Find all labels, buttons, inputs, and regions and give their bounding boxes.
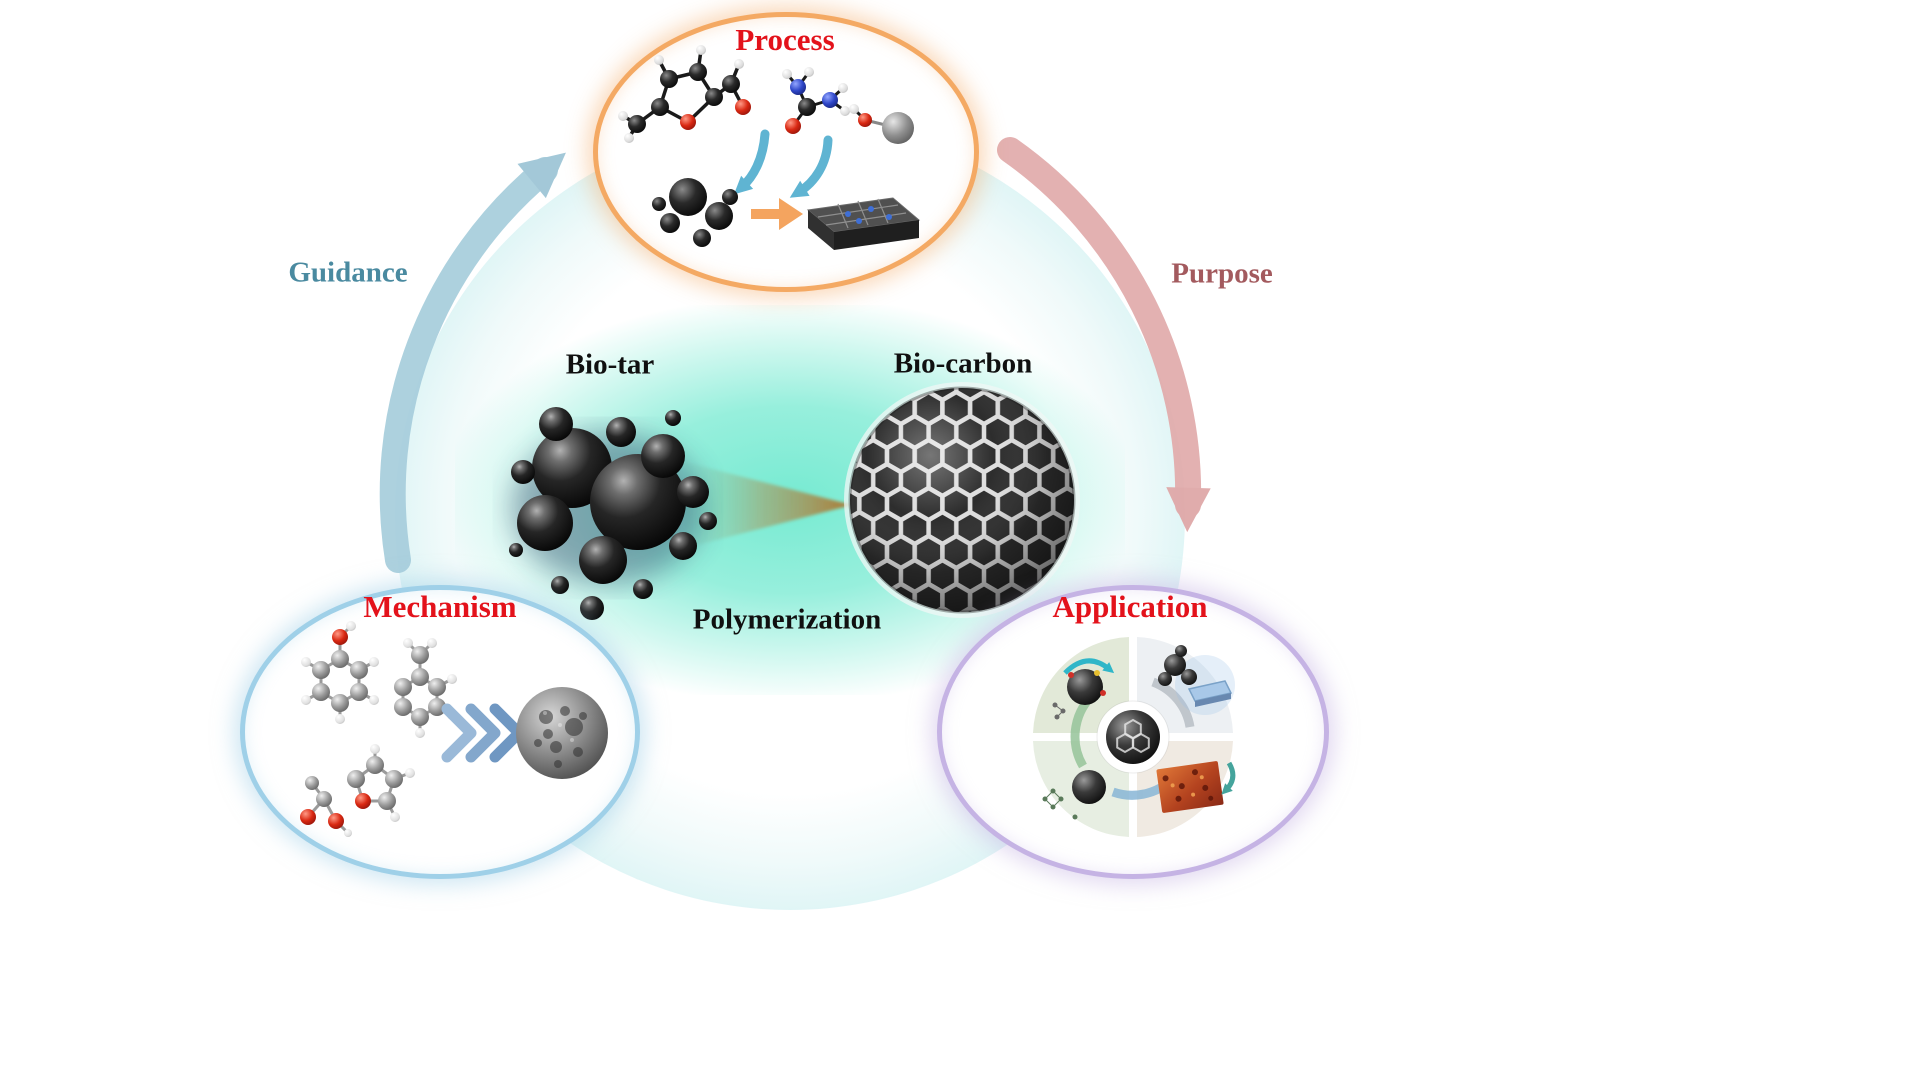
catalysis-sphere-icon (1052, 658, 1115, 720)
purpose-label: Purpose (1171, 257, 1273, 290)
application-center-sphere (1096, 700, 1170, 774)
phenol-molecule-icon (301, 621, 379, 724)
bio-carbon-label: Bio-carbon (893, 347, 1033, 380)
application-ellipse (937, 585, 1329, 879)
conversion-block-arrow-icon (751, 198, 803, 230)
carbon-sheet-icon (806, 197, 921, 250)
porous-carbon-particle-icon (516, 687, 608, 779)
catalyst-molecule-icon (849, 104, 914, 144)
bio-tar-spheres (509, 407, 717, 620)
process-ellipse (593, 12, 979, 292)
toluene-molecule-icon (394, 638, 457, 738)
reaction-arrows-icon (733, 129, 833, 198)
center-graphics (509, 382, 1080, 620)
mechanism-graphics (300, 621, 608, 837)
process-graphics (618, 45, 921, 250)
quadrant-energy-storage (1137, 637, 1233, 733)
bio-tar-label: Bio-tar (565, 348, 655, 381)
acid-molecule-icon (300, 776, 352, 837)
furan-molecule-icon (347, 744, 415, 822)
process-label: Process (735, 22, 835, 57)
tar-cluster-icon (652, 178, 738, 247)
application-label: Application (1052, 589, 1208, 624)
polymerization-label: Polymerization (692, 603, 882, 636)
guidance-arrow (379, 152, 566, 573)
energy-storage-icon (1158, 645, 1235, 715)
polymerization-wedge-arrow-icon (685, 462, 852, 548)
mechanism-ellipse (240, 585, 640, 879)
adsorption-sphere-icon (1042, 770, 1106, 820)
furfural-molecule-icon (618, 45, 751, 143)
urea-molecule-icon (782, 67, 850, 134)
purpose-arrow (997, 137, 1211, 533)
chevron-arrows-icon (441, 703, 525, 763)
application-graphics (1033, 637, 1236, 837)
guidance-label: Guidance (288, 256, 408, 289)
mechanism-label: Mechanism (363, 589, 517, 624)
electrode-material-icon (1156, 761, 1236, 813)
bio-carbon-honeycomb-sphere (844, 382, 1080, 618)
